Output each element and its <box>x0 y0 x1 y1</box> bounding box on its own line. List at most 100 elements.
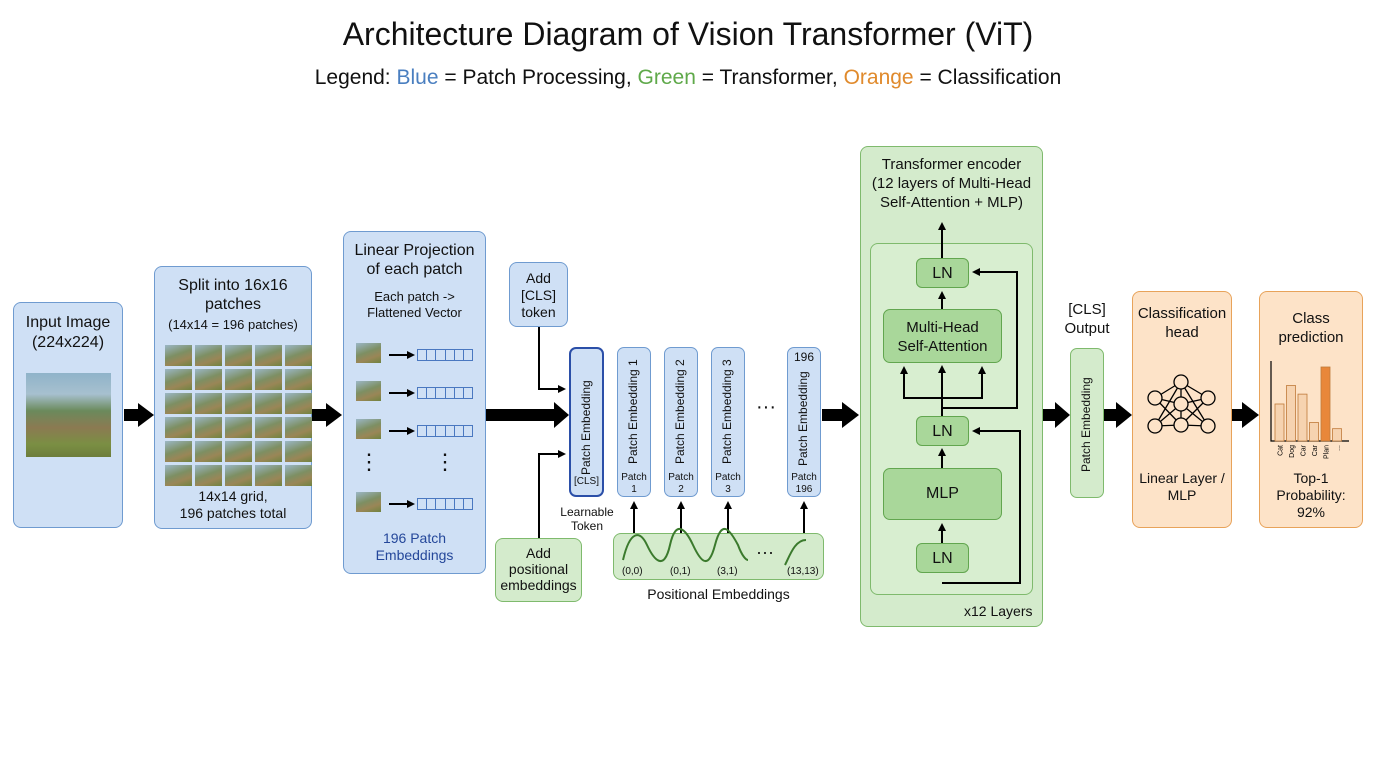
flow-arrow <box>312 409 328 421</box>
patch-thumb <box>356 419 381 439</box>
flattened-vector <box>417 387 473 399</box>
vertical-dots: ⋮ <box>358 449 380 474</box>
legend-orange-desc: = Classification <box>913 66 1062 89</box>
pos-ellipsis: ··· <box>756 542 774 562</box>
split-caption: 14x14 grid,196 patches total <box>179 488 287 521</box>
patch-thumb <box>356 343 381 363</box>
flow-arrows <box>124 402 1259 428</box>
positional-add-arrow <box>538 450 566 538</box>
positional-wave <box>622 528 807 566</box>
grid-patch <box>195 345 222 366</box>
pos-coord-4: (13,13) <box>787 566 819 577</box>
chart-bar <box>1309 422 1319 442</box>
flow-arrow <box>1232 409 1244 421</box>
chart-tick-label: Car <box>1301 444 1308 456</box>
chart-bar <box>1320 366 1331 442</box>
grid-patch <box>165 345 192 366</box>
grid-patch <box>225 417 252 438</box>
legend-green-desc: = Transformer, <box>695 66 844 89</box>
cls-output-embedding <box>1070 348 1104 498</box>
pos-coord-3: (3,1) <box>717 566 738 577</box>
grid-patch <box>255 417 282 438</box>
grid-patch <box>255 393 282 414</box>
classification-head-caption: Linear Layer /MLP <box>1139 470 1225 503</box>
legend-blue-desc: = Patch Processing, <box>438 66 638 89</box>
linear-projection-box <box>343 231 486 574</box>
flattened-vector <box>417 349 473 361</box>
cls-token-arrow <box>538 327 566 393</box>
flattened-vector <box>417 498 473 510</box>
patch-embedding-3 <box>711 347 745 497</box>
neural-network-icon <box>1147 374 1216 434</box>
ln-bottom-label: LN <box>932 550 953 567</box>
ln-top <box>916 258 969 288</box>
grid-patch <box>195 441 222 462</box>
grid-patch <box>285 369 312 390</box>
grid-patch <box>195 369 222 390</box>
ln-bottom <box>916 543 969 573</box>
flow-arrow-head <box>1242 402 1259 428</box>
grid-patch <box>195 393 222 414</box>
grid-patch <box>225 441 252 462</box>
residual-2 <box>942 427 1021 584</box>
flow-arrow <box>822 409 844 421</box>
chart-tick-label: Cat <box>1278 445 1285 456</box>
mlp-block <box>883 468 1002 520</box>
chart-bar <box>1274 403 1285 442</box>
flow-arrow-head <box>326 403 342 427</box>
x12-layers-label: x12 Layers <box>964 603 1033 619</box>
flow-arrow-head <box>138 403 154 427</box>
chart-tick-label: Dog <box>1289 445 1296 458</box>
grid-patch <box>285 465 312 486</box>
grid-patch <box>285 417 312 438</box>
legend-green: Green <box>637 66 696 89</box>
patch-thumb <box>356 492 381 512</box>
legend: Legend: Blue = Patch Processing, Green =… <box>0 66 1376 90</box>
multi-head-attention-block <box>883 309 1002 363</box>
pos-coord-1: (0,0) <box>622 566 643 577</box>
ln-to-mha-left <box>900 366 942 399</box>
positional-embeddings-caption: Positional Embeddings <box>647 586 790 602</box>
flattened-vector <box>417 425 473 437</box>
grid-patch <box>195 465 222 486</box>
chart-tick-label: ... <box>1335 445 1342 451</box>
patch-embedding-196 <box>787 347 821 497</box>
flow-arrow <box>1043 409 1057 421</box>
embedding-ellipsis: ··· <box>756 396 776 418</box>
grid-patch <box>225 393 252 414</box>
patch-embedding-2 <box>664 347 698 497</box>
grid-patch <box>165 417 192 438</box>
grid-patch <box>225 345 252 366</box>
grid-patch <box>195 417 222 438</box>
chart-bar <box>1286 385 1296 442</box>
flow-arrow <box>124 409 140 421</box>
flow-arrow-head <box>1055 402 1070 428</box>
residual-1 <box>942 268 1018 409</box>
grid-patch <box>165 393 192 414</box>
flow-arrow <box>486 409 556 421</box>
chart-tick-label: Plan <box>1324 445 1331 459</box>
mlp-label: MLP <box>926 485 959 502</box>
patch-embedding-196-top: 196 <box>793 350 815 364</box>
class-prediction-box <box>1259 291 1363 528</box>
flow-arrow <box>1104 409 1118 421</box>
grid-patch <box>255 369 282 390</box>
input-image-title: Input Image(224x224) <box>25 314 111 351</box>
ln-middle <box>916 416 969 446</box>
chart-bar <box>1297 393 1308 442</box>
diagram-title: Architecture Diagram of Vision Transform… <box>342 16 1034 52</box>
grid-patch <box>225 369 252 390</box>
input-image <box>26 373 111 457</box>
legend-blue: Blue <box>396 66 439 89</box>
